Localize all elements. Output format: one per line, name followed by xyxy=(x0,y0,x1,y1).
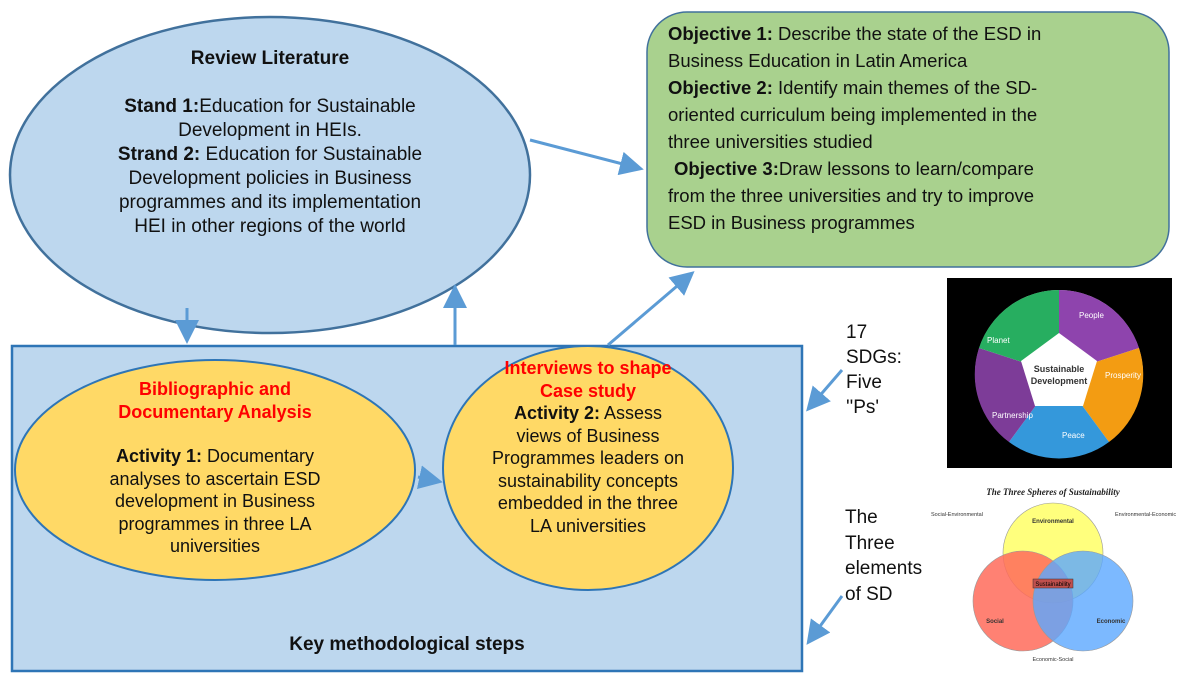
objectives-box xyxy=(646,11,1170,268)
environmental-economic-label: Environmental-Economic xyxy=(1115,512,1176,518)
activity2-text-d: sustainability concepts xyxy=(497,470,679,491)
objective1-text-b: Business Education in Latin America xyxy=(668,50,968,71)
social-label: Social xyxy=(986,619,1004,625)
activity1-heading-b: Documentary Analysis xyxy=(118,401,312,422)
activity1-label: Activity 1: xyxy=(115,446,202,466)
sdg-label-line1: 17 xyxy=(846,322,868,343)
activity1-text: Bibliographic and Documentary Analysis A… xyxy=(40,378,390,558)
objective1-label: Objective 1: xyxy=(668,23,773,44)
activity1-text-b: analyses to ascertain ESD xyxy=(109,468,321,489)
economic-social-label: Economic-Social xyxy=(1033,657,1074,663)
sd-label-line1: The xyxy=(845,507,878,528)
sd-label-line2: Three xyxy=(845,532,895,554)
objective2-text-a: Identify main themes of the SD- xyxy=(772,77,1038,98)
five-ps-center-b: Development xyxy=(1031,376,1088,386)
sdg-label-line2: SDGs: xyxy=(846,347,902,368)
five-ps-wheel: Sustainable Development People Prosperit… xyxy=(974,289,1144,459)
sdg-label-line3: Five xyxy=(846,372,882,393)
arrow-sd-to-methods xyxy=(806,595,844,645)
strand1-text-b: Development in HEIs. xyxy=(178,120,362,141)
sd-label-line3: elements xyxy=(845,558,923,579)
prosperity-label: Prosperity xyxy=(1105,371,1141,380)
activity2-text-b: views of Business xyxy=(516,425,660,446)
three-spheres-image: The Three Spheres of Sustainability Sust… xyxy=(925,483,1180,673)
strand2-text-a: Education for Sustainable xyxy=(200,144,423,165)
center-pentagon xyxy=(1021,333,1097,406)
review-literature-text: Review Literature Stand 1:Education for … xyxy=(50,47,490,239)
objective3-text-b: from the three universities and try to i… xyxy=(668,185,1035,206)
economic-circle xyxy=(1032,550,1134,652)
sdg-label: 17 SDGs: Five ''Ps' xyxy=(846,320,926,420)
people-label: People xyxy=(1079,311,1104,320)
activity1-text-e: universities xyxy=(169,536,261,556)
activity2-heading-a: Interviews to shape xyxy=(504,358,672,378)
activity2-label: Activity 2: xyxy=(513,403,600,423)
planet-label: Planet xyxy=(987,336,1010,345)
strand2-text-d: HEI in other regions of the world xyxy=(134,216,406,237)
methodology-caption: Key methodological steps xyxy=(289,634,525,655)
sd-label: The Three elements of SD xyxy=(845,505,935,607)
activity1-ellipse xyxy=(14,359,416,581)
activity2-ellipse xyxy=(442,345,734,591)
review-title: Review Literature xyxy=(190,48,350,69)
objective3-label: Objective 3: xyxy=(674,158,779,179)
strand2-text-b: Development policies in Business xyxy=(128,168,412,189)
review-literature-ellipse xyxy=(8,15,532,335)
activity1-heading-a: Bibliographic and xyxy=(138,379,291,399)
arrow-methods-to-objectives xyxy=(607,271,695,347)
arrow-activity1-to-activity2 xyxy=(416,465,443,490)
activity2-text-a: Assess xyxy=(600,403,663,423)
arrow-sdg-to-methods xyxy=(806,369,844,412)
strand2-label: Strand 2: xyxy=(117,144,201,165)
sustainability-center-label: Sustainability xyxy=(1035,582,1070,588)
objective3-text-c: ESD in Business programmes xyxy=(668,212,915,233)
peace-label: Peace xyxy=(1062,431,1085,440)
social-environmental-label: Social-Environmental xyxy=(931,512,983,518)
objective2-label: Objective 2: xyxy=(668,77,773,98)
sustainability-center-box xyxy=(1032,578,1074,589)
activity1-text-a: Documentary xyxy=(201,446,315,466)
activity2-text-e: embedded in the three xyxy=(497,493,679,513)
objectives-text: Objective 1: Describe the state of the E… xyxy=(668,20,1163,236)
activity2-heading-b: Case study xyxy=(539,380,637,401)
strand1-text-a: Education for Sustainable xyxy=(199,96,416,117)
activity1-text-d: programmes in three LA xyxy=(118,513,312,534)
arrow-review-to-objectives xyxy=(529,138,644,176)
objective2-text-b: oriented curriculum being implemented in… xyxy=(668,104,1038,125)
strand1-label: Stand 1: xyxy=(124,96,200,117)
objective2-text-c: three universities studied xyxy=(668,131,873,152)
activity1-text-c: development in Business xyxy=(114,491,316,511)
five-ps-center-a: Sustainable xyxy=(1034,364,1085,374)
three-spheres-venn: The Three Spheres of Sustainability Sust… xyxy=(931,487,1176,663)
objective3-text-a: Draw lessons to learn/compare xyxy=(778,158,1034,179)
activity2-text: Interviews to shape Case study Activity … xyxy=(453,357,723,537)
sdg-label-line4: ''Ps' xyxy=(846,397,880,418)
strand2-text-c: programmes and its implementation xyxy=(118,192,422,213)
environmental-label: Environmental xyxy=(1032,519,1074,525)
activity2-text-c: Programmes leaders on xyxy=(491,448,685,468)
objective1-text-a: Describe the state of the ESD in xyxy=(772,23,1042,44)
five-ps-image: Sustainable Development People Prosperit… xyxy=(947,278,1172,468)
spheres-title: The Three Spheres of Sustainability xyxy=(986,487,1121,497)
activity2-text-f: LA universities xyxy=(529,515,647,536)
sd-label-line4: of SD xyxy=(845,583,893,605)
economic-label: Economic xyxy=(1097,619,1126,625)
peace-segment xyxy=(1009,374,1109,459)
partnership-label: Partnership xyxy=(992,411,1033,420)
